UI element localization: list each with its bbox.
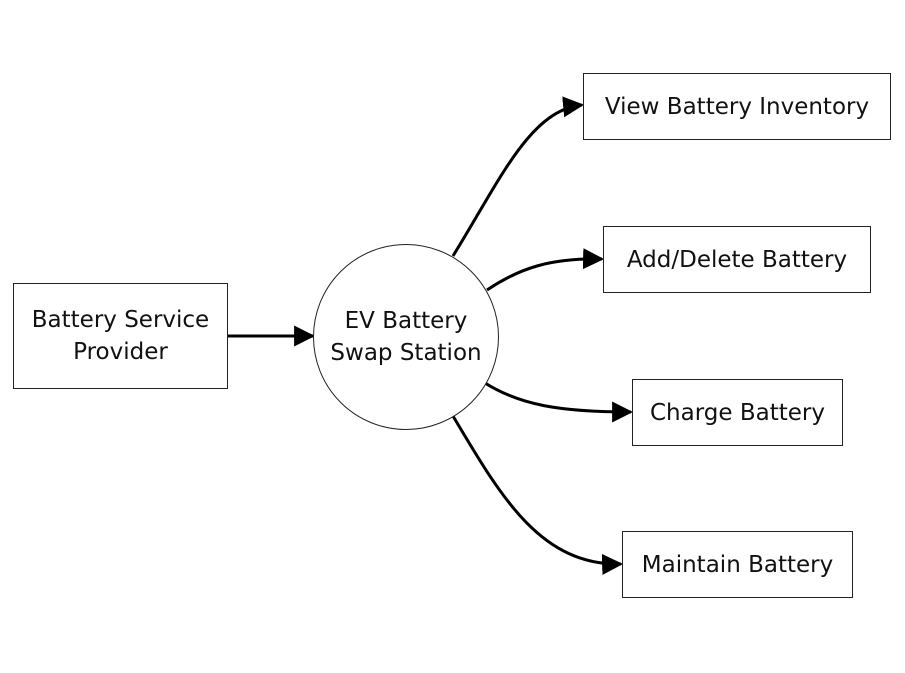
view-battery-inventory-box: View Battery Inventory: [583, 73, 891, 140]
view-battery-inventory-label: View Battery Inventory: [604, 93, 870, 120]
ev-battery-swap-station-node: EV Battery Swap Station: [313, 244, 499, 430]
station-label-line1: EV Battery: [344, 308, 468, 334]
maintain-battery-label: Maintain Battery: [641, 551, 834, 578]
arrow-station-to-view-inventory: [451, 96, 585, 257]
station-label-line2: Swap Station: [330, 340, 482, 366]
add-delete-battery-label: Add/Delete Battery: [626, 246, 848, 273]
arrow-station-to-add-delete: [486, 248, 605, 292]
charge-battery-label: Charge Battery: [650, 399, 825, 426]
maintain-battery-box: Maintain Battery: [622, 531, 853, 598]
provider-label-line2: Provider: [73, 339, 168, 365]
charge-battery-box: Charge Battery: [632, 379, 843, 446]
provider-label-line1: Battery Service: [31, 307, 210, 333]
arrow-station-to-maintain: [451, 415, 624, 575]
add-delete-battery-box: Add/Delete Battery: [603, 226, 871, 293]
battery-service-provider-box: Battery Service Provider: [13, 283, 228, 389]
arrow-station-to-charge: [484, 381, 634, 423]
